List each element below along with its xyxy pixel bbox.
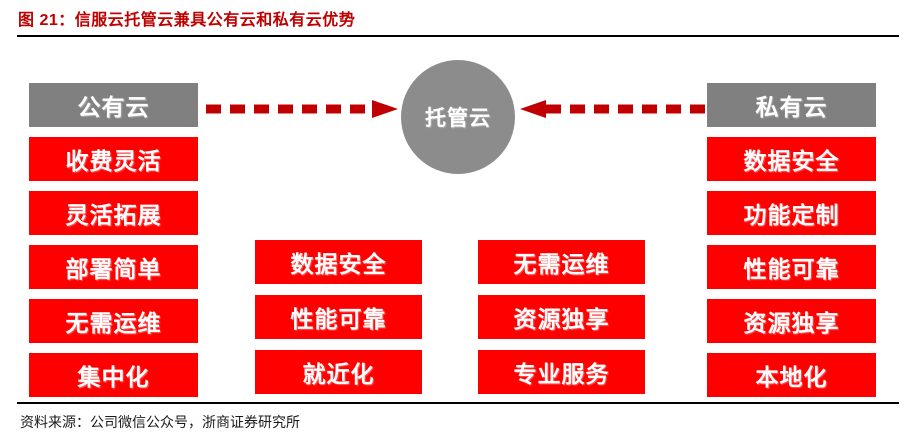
- title-divider: [17, 35, 899, 37]
- hub-managed-cloud: 托管云: [401, 60, 515, 174]
- feature-box: 功能定制: [707, 191, 876, 235]
- feature-box: 数据安全: [255, 240, 422, 284]
- feature-box: 资源独享: [707, 299, 876, 343]
- page-title: 图 21：信服云托管云兼具公有云和私有云优势: [18, 12, 356, 29]
- source-divider: [17, 402, 899, 404]
- feature-box: 无需运维: [478, 240, 645, 284]
- column-public-cloud: 公有云 收费灵活 灵活拓展 部署简单 无需运维 集中化: [29, 83, 198, 407]
- feature-box: 无需运维: [29, 299, 198, 343]
- feature-box: 性能可靠: [707, 245, 876, 289]
- source-note: 资料来源：公司微信公众号，浙商证券研究所: [20, 416, 300, 431]
- feature-box: 灵活拓展: [29, 191, 198, 235]
- feature-box: 部署简单: [29, 245, 198, 289]
- column-managed-left: 数据安全 性能可靠 就近化: [255, 240, 422, 405]
- diagram-canvas: 托管云 公有云 收费灵活 灵活拓展 部署简单 无需运维 集中化 数据安全 性能可…: [0, 40, 916, 398]
- feature-box: 本地化: [707, 353, 876, 397]
- feature-box: 就近化: [255, 350, 422, 394]
- feature-box: 性能可靠: [255, 295, 422, 339]
- hub-label: 托管云: [425, 107, 491, 130]
- column-private-cloud: 私有云 数据安全 功能定制 性能可靠 资源独享 本地化: [707, 83, 876, 407]
- feature-box: 集中化: [29, 353, 198, 397]
- arrow-private-to-hub: [520, 100, 712, 118]
- arrow-public-to-hub: [206, 100, 398, 118]
- feature-box: 专业服务: [478, 350, 645, 394]
- feature-box: 数据安全: [707, 137, 876, 181]
- column-header-public-cloud: 公有云: [29, 83, 198, 127]
- feature-box: 收费灵活: [29, 137, 198, 181]
- feature-box: 资源独享: [478, 295, 645, 339]
- column-header-private-cloud: 私有云: [707, 83, 876, 127]
- column-managed-right: 无需运维 资源独享 专业服务: [478, 240, 645, 405]
